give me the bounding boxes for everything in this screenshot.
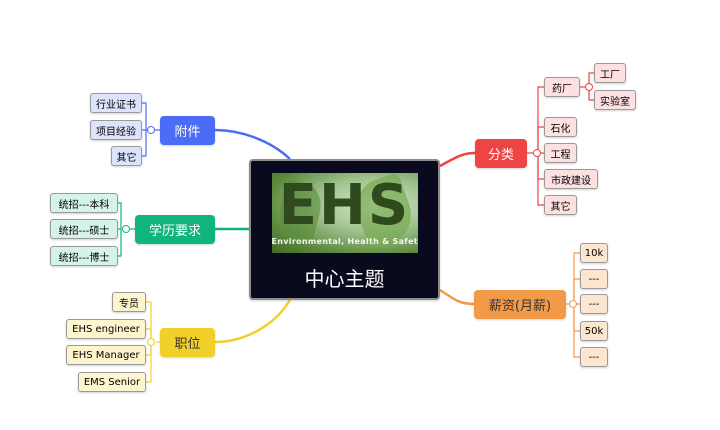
position-item[interactable]: EMS Senior (78, 372, 146, 392)
collapse-dot-pharma[interactable] (585, 83, 593, 91)
pharma-item[interactable]: 工厂 (594, 63, 626, 83)
branch-position-label: 职位 (174, 337, 201, 352)
links-category-children (527, 72, 594, 206)
category-item[interactable]: 其它 (544, 195, 577, 215)
links-position-children (146, 301, 160, 383)
collapse-dot-education[interactable] (122, 225, 130, 233)
position-item[interactable]: 专员 (112, 292, 146, 312)
branch-position[interactable]: 职位 (160, 328, 215, 357)
category-item[interactable]: 石化 (544, 117, 577, 137)
pharma-item[interactable]: 实验室 (594, 90, 636, 110)
branch-category-label: 分类 (487, 148, 514, 163)
branch-education[interactable]: 学历要求 (135, 215, 215, 244)
ehs-logo-image: EHS Environmental, Health & Safety (271, 173, 418, 253)
link-salary (439, 288, 475, 306)
salary-item[interactable]: 10k (580, 243, 608, 263)
collapse-dot-position[interactable] (147, 338, 155, 346)
link-attachment (214, 128, 291, 160)
position-item[interactable]: EHS engineer (66, 319, 146, 339)
salary-item[interactable]: --- (580, 347, 608, 367)
ehs-logo-subtext: Environmental, Health & Safety (271, 237, 418, 246)
salary-item[interactable]: --- (580, 269, 608, 289)
attachment-item[interactable]: 项目经验 (90, 120, 142, 140)
collapse-dot-category[interactable] (533, 149, 541, 157)
category-item[interactable]: 工程 (544, 143, 577, 163)
link-position (214, 299, 292, 344)
category-item[interactable]: 药厂 (544, 77, 580, 97)
central-topic[interactable]: EHS Environmental, Health & Safety 中心主题 (249, 159, 440, 300)
branch-education-label: 学历要求 (148, 224, 201, 239)
attachment-item[interactable]: 行业证书 (90, 93, 142, 113)
salary-item[interactable]: --- (580, 294, 608, 314)
education-item[interactable]: 统招---本科 (50, 193, 118, 213)
education-item[interactable]: 统招---博士 (50, 246, 118, 266)
collapse-dot-salary[interactable] (569, 300, 577, 308)
branch-salary[interactable]: 薪资(月薪) (474, 290, 566, 319)
branch-attachment[interactable]: 附件 (160, 116, 215, 145)
attachment-item[interactable]: 其它 (111, 146, 142, 166)
link-category (439, 151, 476, 168)
salary-item[interactable]: 50k (580, 321, 608, 341)
central-topic-title: 中心主题 (304, 267, 385, 291)
collapse-dot-attachment[interactable] (147, 126, 155, 134)
branch-category[interactable]: 分类 (475, 139, 527, 168)
branch-attachment-label: 附件 (174, 125, 201, 140)
branch-salary-label: 薪资(月薪) (488, 299, 552, 314)
position-item[interactable]: EHS Manager (66, 345, 146, 365)
category-item[interactable]: 市政建设 (544, 169, 598, 189)
education-item[interactable]: 统招---硕士 (50, 219, 118, 239)
ehs-logo-text: EHS (278, 173, 411, 238)
